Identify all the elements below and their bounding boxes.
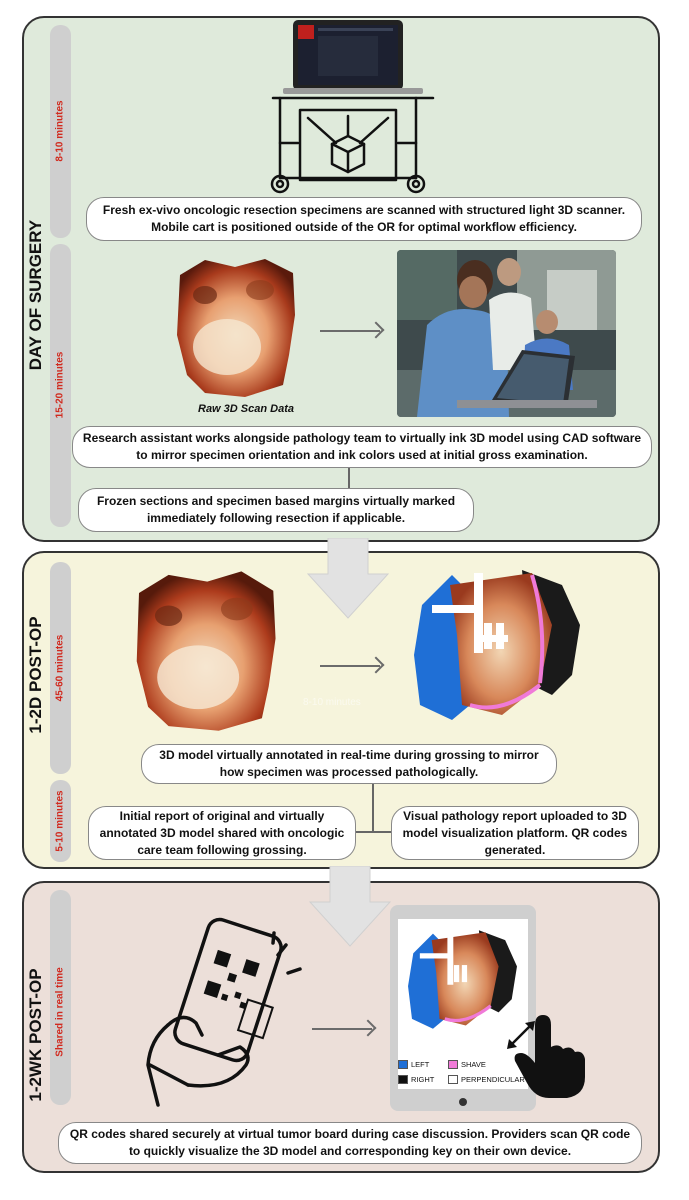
scanner-cart-illustration bbox=[270, 20, 435, 194]
legend-left: LEFT bbox=[398, 1060, 429, 1069]
duration-report: 5-10 minutes bbox=[54, 790, 66, 852]
step-visual-report-box: Visual pathology report uploaded to 3D m… bbox=[391, 806, 639, 860]
tablet-3d-model bbox=[408, 930, 517, 1029]
legend-label-shave: SHAVE bbox=[461, 1060, 486, 1069]
raw-scan-caption: Raw 3D Scan Data bbox=[198, 403, 294, 415]
section-label-1-2d-post-op: 1-2D POST-OP bbox=[26, 616, 45, 734]
section-label-day-of-surgery: DAY OF SURGERY bbox=[26, 219, 45, 371]
touch-pointer-icon bbox=[507, 1015, 585, 1098]
connector-ink-frozen bbox=[348, 468, 350, 488]
annotated-3d-model bbox=[414, 570, 580, 720]
legend-perpendicular: PERPENDICULAR bbox=[448, 1075, 525, 1084]
step-tumor-board-box: QR codes shared securely at virtual tumo… bbox=[58, 1122, 642, 1164]
step-frozen-box: Frozen sections and specimen based margi… bbox=[78, 488, 474, 532]
step-scan-box: Fresh ex-vivo oncologic resection specim… bbox=[86, 197, 642, 241]
raw-specimen-image bbox=[177, 259, 295, 397]
tablet-home-button[interactable] bbox=[459, 1098, 467, 1106]
legend-label-perpendicular: PERPENDICULAR bbox=[461, 1075, 525, 1084]
legend-swatch-left bbox=[398, 1060, 408, 1069]
flow-arrow-2 bbox=[308, 866, 392, 947]
legend-shave: SHAVE bbox=[448, 1060, 486, 1069]
arrow-to-tablet bbox=[312, 1028, 372, 1030]
duration-ink: 15-20 minutes bbox=[54, 351, 66, 419]
hand-qr-scan-icon bbox=[146, 917, 302, 1107]
duration-annotate: 45-60 minutes bbox=[54, 634, 66, 702]
duration-pill-scan bbox=[50, 25, 71, 238]
step-ink-box: Research assistant works alongside patho… bbox=[72, 426, 652, 468]
legend-swatch-shave bbox=[448, 1060, 458, 1069]
step-initial-report-box: Initial report of original and virtually… bbox=[88, 806, 356, 860]
duration-pill-annotate bbox=[50, 562, 71, 774]
duration-pill-share bbox=[50, 890, 71, 1105]
ghost-duration-text: 8-10 minutes bbox=[303, 697, 361, 708]
step-annotate-box: 3D model virtually annotated in real-tim… bbox=[141, 744, 557, 784]
duration-share: Shared in real time bbox=[54, 967, 66, 1057]
section-label-1-2wk-post-op: 1-2WK POST-OP bbox=[26, 968, 45, 1102]
duration-pill-ink bbox=[50, 244, 71, 527]
raw-specimen-image-2 bbox=[136, 571, 276, 731]
arrow-to-lab-photo bbox=[320, 330, 380, 332]
legend-swatch-perpendicular bbox=[448, 1075, 458, 1084]
duration-scan: 8-10 minutes bbox=[54, 100, 66, 162]
flow-arrow-1-overlay bbox=[306, 538, 390, 619]
legend-label-left: LEFT bbox=[411, 1060, 430, 1069]
legend-right: RIGHT bbox=[398, 1075, 434, 1084]
legend-label-right: RIGHT bbox=[411, 1075, 435, 1084]
lab-team-photo bbox=[397, 250, 616, 417]
duration-pill-report bbox=[50, 780, 71, 862]
legend-swatch-right bbox=[398, 1075, 408, 1084]
arrow-to-annotated-model bbox=[320, 665, 380, 667]
